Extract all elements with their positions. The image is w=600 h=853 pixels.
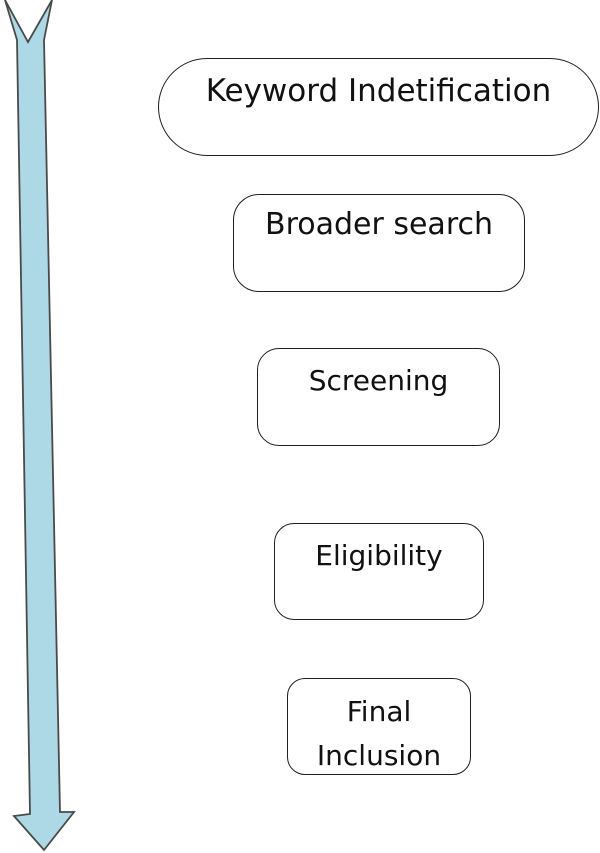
- step-broader-search: Broader search: [233, 194, 525, 292]
- arrow-shape: [4, 0, 76, 852]
- step-label: Screening: [308, 364, 449, 397]
- step-eligibility: Eligibility: [274, 523, 484, 620]
- step-keyword-identification: Keyword Indetification: [158, 58, 599, 156]
- step-final-inclusion: Final Inclusion: [287, 678, 471, 775]
- step-label: Eligibility: [315, 539, 443, 572]
- step-label: Keyword Indetification: [205, 73, 552, 109]
- step-screening: Screening: [257, 348, 500, 446]
- step-label-line-1: Final: [346, 695, 412, 728]
- step-label-line-2: Inclusion: [316, 739, 442, 772]
- step-label: Broader search: [264, 207, 494, 242]
